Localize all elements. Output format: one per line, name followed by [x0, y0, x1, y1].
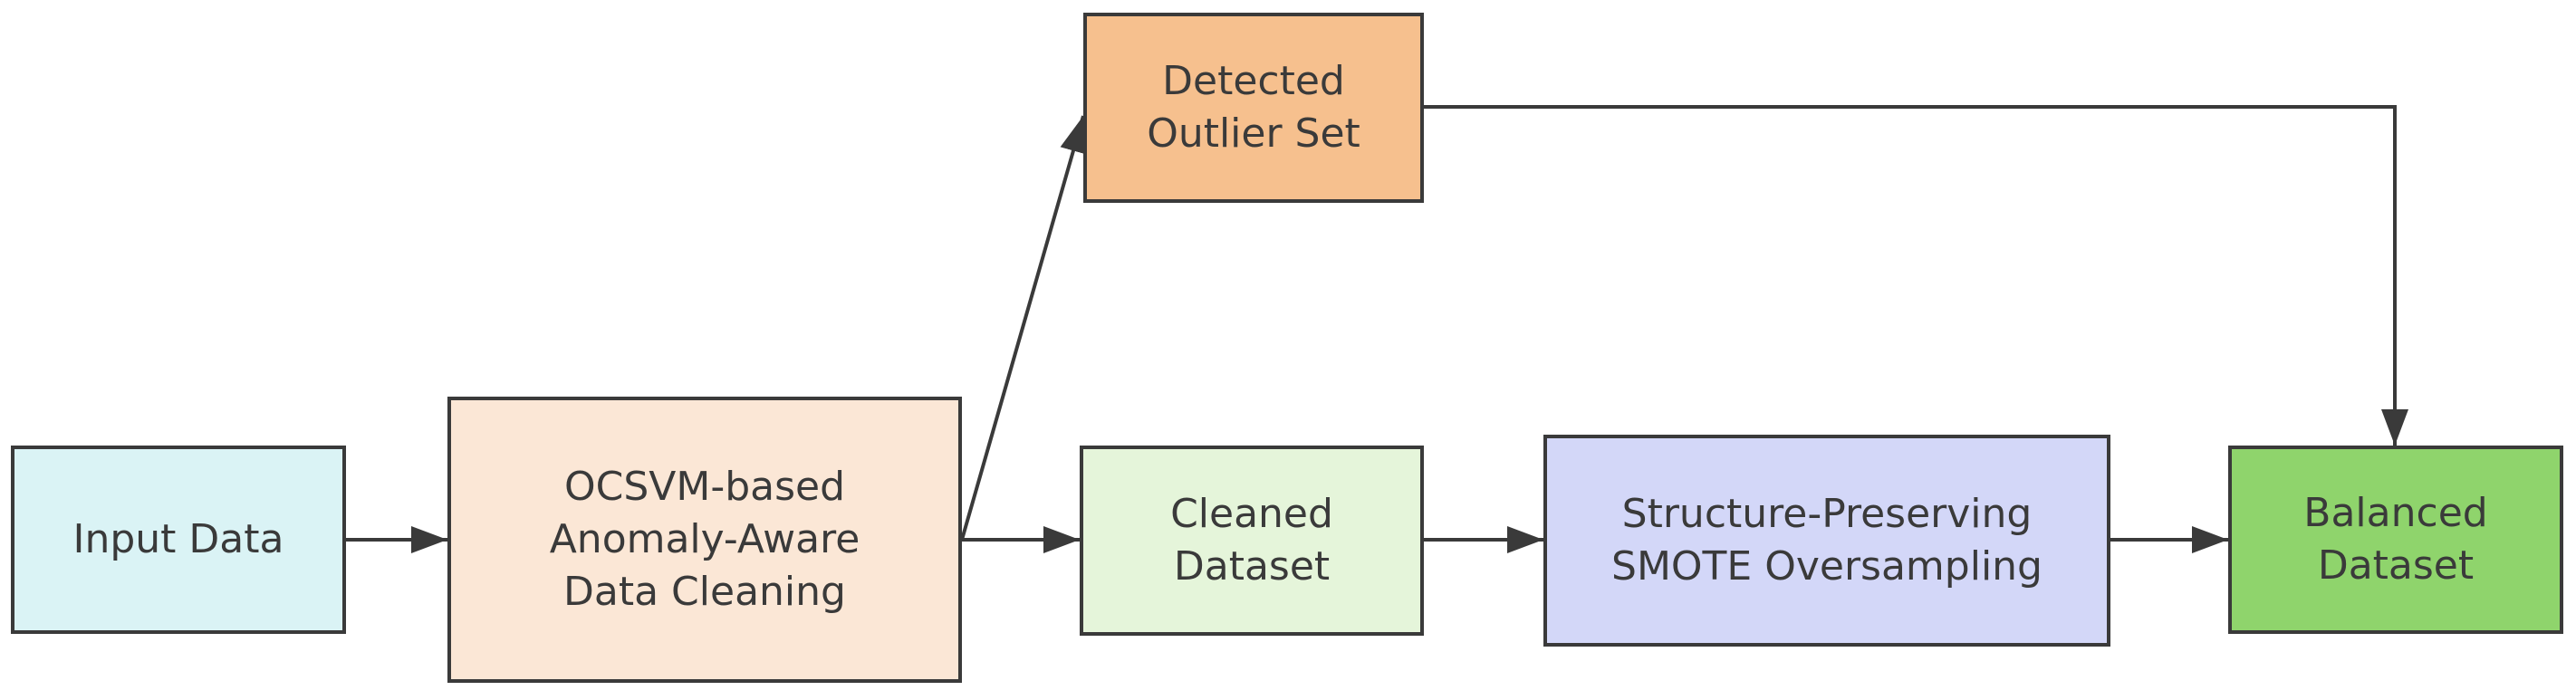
- smote-oversampling-node: Structure-Preserving SMOTE Oversampling: [1543, 435, 2110, 647]
- data-cleaning-label: OCSVM-based Anomaly-Aware Data Cleaning: [549, 463, 860, 616]
- outlier-set-label: Detected Outlier Set: [1147, 57, 1360, 157]
- smote-oversampling-label: Structure-Preserving SMOTE Oversampling: [1611, 490, 2043, 590]
- cleaned-dataset-label: Cleaned Dataset: [1170, 490, 1333, 590]
- input-data-node: Input Data: [11, 446, 346, 634]
- edge-outlier-to-balanced: [1424, 105, 2408, 446]
- outlier-set-node: Detected Outlier Set: [1083, 13, 1424, 203]
- balanced-dataset-label: Balanced Dataset: [2303, 489, 2488, 589]
- cleaned-dataset-node: Cleaned Dataset: [1080, 446, 1424, 636]
- balanced-dataset-node: Balanced Dataset: [2228, 446, 2563, 634]
- data-cleaning-node: OCSVM-based Anomaly-Aware Data Cleaning: [447, 397, 962, 683]
- edge-cleaning-to-outlier: [960, 115, 1087, 541]
- input-data-label: Input Data: [72, 515, 284, 562]
